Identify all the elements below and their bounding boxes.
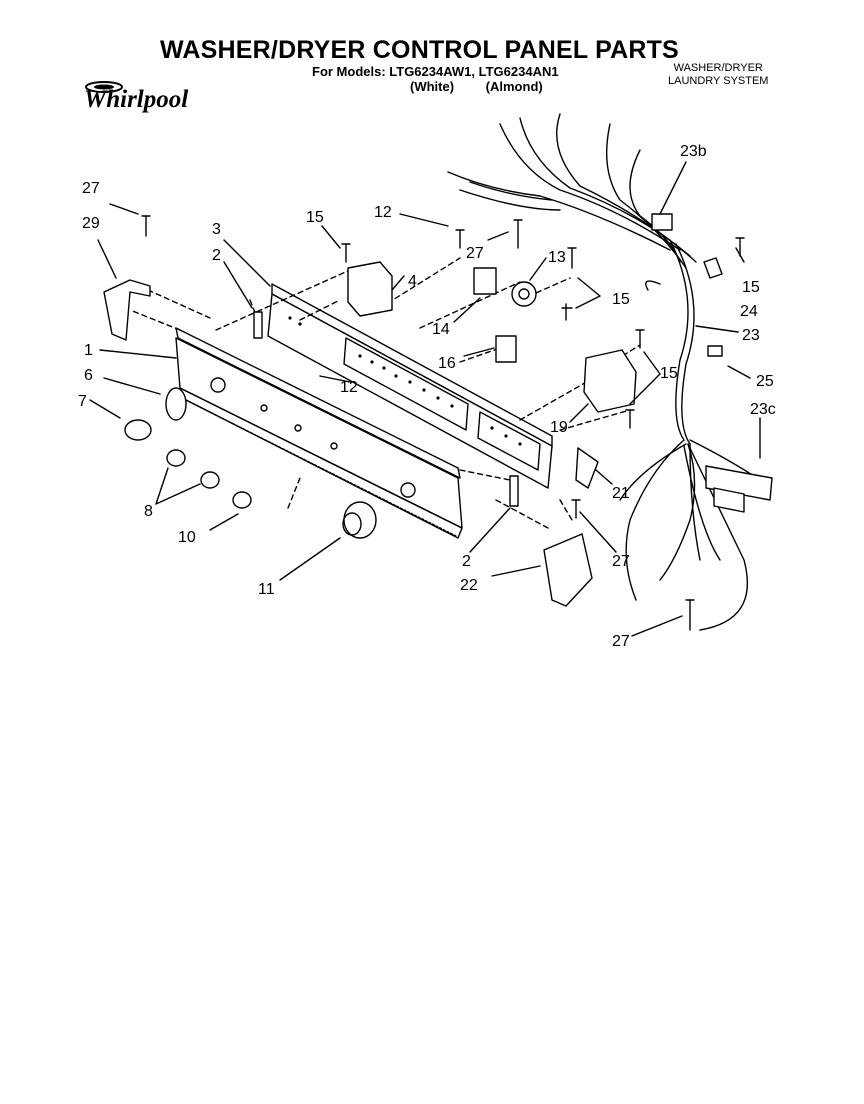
callout-7: 7: [78, 393, 87, 410]
connector-16: [495, 335, 517, 363]
control-panel-console: [175, 327, 463, 539]
connector-23c: [705, 465, 773, 501]
callout-11: 11: [258, 581, 275, 598]
callout-25: 25: [756, 373, 774, 390]
callout-15d: 15: [660, 365, 678, 382]
knob-7: [124, 419, 152, 441]
callout-8: 8: [144, 503, 153, 520]
callout-6: 6: [84, 367, 93, 384]
end-cap-22: [543, 533, 593, 607]
callout-29: 29: [82, 215, 100, 232]
clip-24: [703, 257, 723, 279]
screws: [141, 215, 745, 631]
callout-21: 21: [612, 485, 630, 502]
callout-4: 4: [408, 273, 417, 290]
leader-lines: [89, 161, 761, 637]
clip-25: [707, 345, 723, 357]
pressure-switch-13: [511, 281, 537, 307]
callout-14: 14: [432, 321, 450, 338]
system-label: WASHER/DRYER LAUNDRY SYSTEM: [668, 62, 768, 88]
spacer-2b: [509, 475, 519, 507]
callout-23b: 23b: [680, 143, 707, 160]
callout-27b: 27: [466, 245, 484, 262]
wire-harness-23: [447, 113, 761, 631]
callout-16: 16: [438, 355, 456, 372]
timer-19: [583, 349, 637, 413]
callout-27a: 27: [82, 180, 100, 197]
models-line: For Models: LTG6234AW1, LTG6234AN1: [312, 64, 559, 79]
callout-labels: 27 29 3 2 15 12 27 13 23b 15 24 4 15 14 …: [78, 143, 776, 650]
callout-13: 13: [548, 249, 566, 266]
variant-line: (White) (Almond): [410, 79, 571, 94]
callout-24: 24: [740, 303, 758, 320]
switch-block-4: [347, 261, 393, 317]
variant-almond: (Almond): [485, 79, 543, 94]
knob-10: [232, 491, 252, 509]
callout-12a: 12: [374, 204, 392, 221]
variant-white: (White): [410, 79, 455, 94]
ring-6: [165, 387, 187, 421]
brand-swoosh-icon: [85, 81, 123, 93]
callout-2a: 2: [212, 247, 221, 264]
system-label-line2: LAUNDRY SYSTEM: [668, 75, 769, 87]
callout-1: 1: [84, 342, 93, 359]
callout-27c: 27: [612, 553, 630, 570]
page-title: WASHER/DRYER CONTROL PANEL PARTS: [160, 36, 679, 64]
callout-15c: 15: [612, 291, 630, 308]
knob-8b: [200, 471, 220, 489]
connector-23b: [651, 213, 673, 231]
switch-14: [473, 267, 497, 295]
callout-3: 3: [212, 221, 221, 238]
brand-logo: Whirlpool: [84, 86, 189, 113]
callout-15b: 15: [742, 279, 760, 296]
callout-23c: 23c: [750, 401, 776, 418]
lever-21: [575, 447, 599, 489]
knob-8a: [166, 449, 186, 467]
callout-12b: 12: [340, 379, 358, 396]
callout-27d: 27: [612, 633, 630, 650]
callout-10: 10: [178, 529, 196, 546]
system-label-line1: WASHER/DRYER: [673, 62, 763, 74]
callout-22: 22: [460, 577, 478, 594]
callout-19: 19: [550, 419, 568, 436]
spacer-2a: [253, 311, 263, 339]
rear-panel-bracket: [267, 283, 553, 489]
callout-23: 23: [742, 327, 760, 344]
side-bracket-29: [103, 279, 151, 341]
callout-2b: 2: [462, 553, 471, 570]
callout-15a: 15: [306, 209, 324, 226]
